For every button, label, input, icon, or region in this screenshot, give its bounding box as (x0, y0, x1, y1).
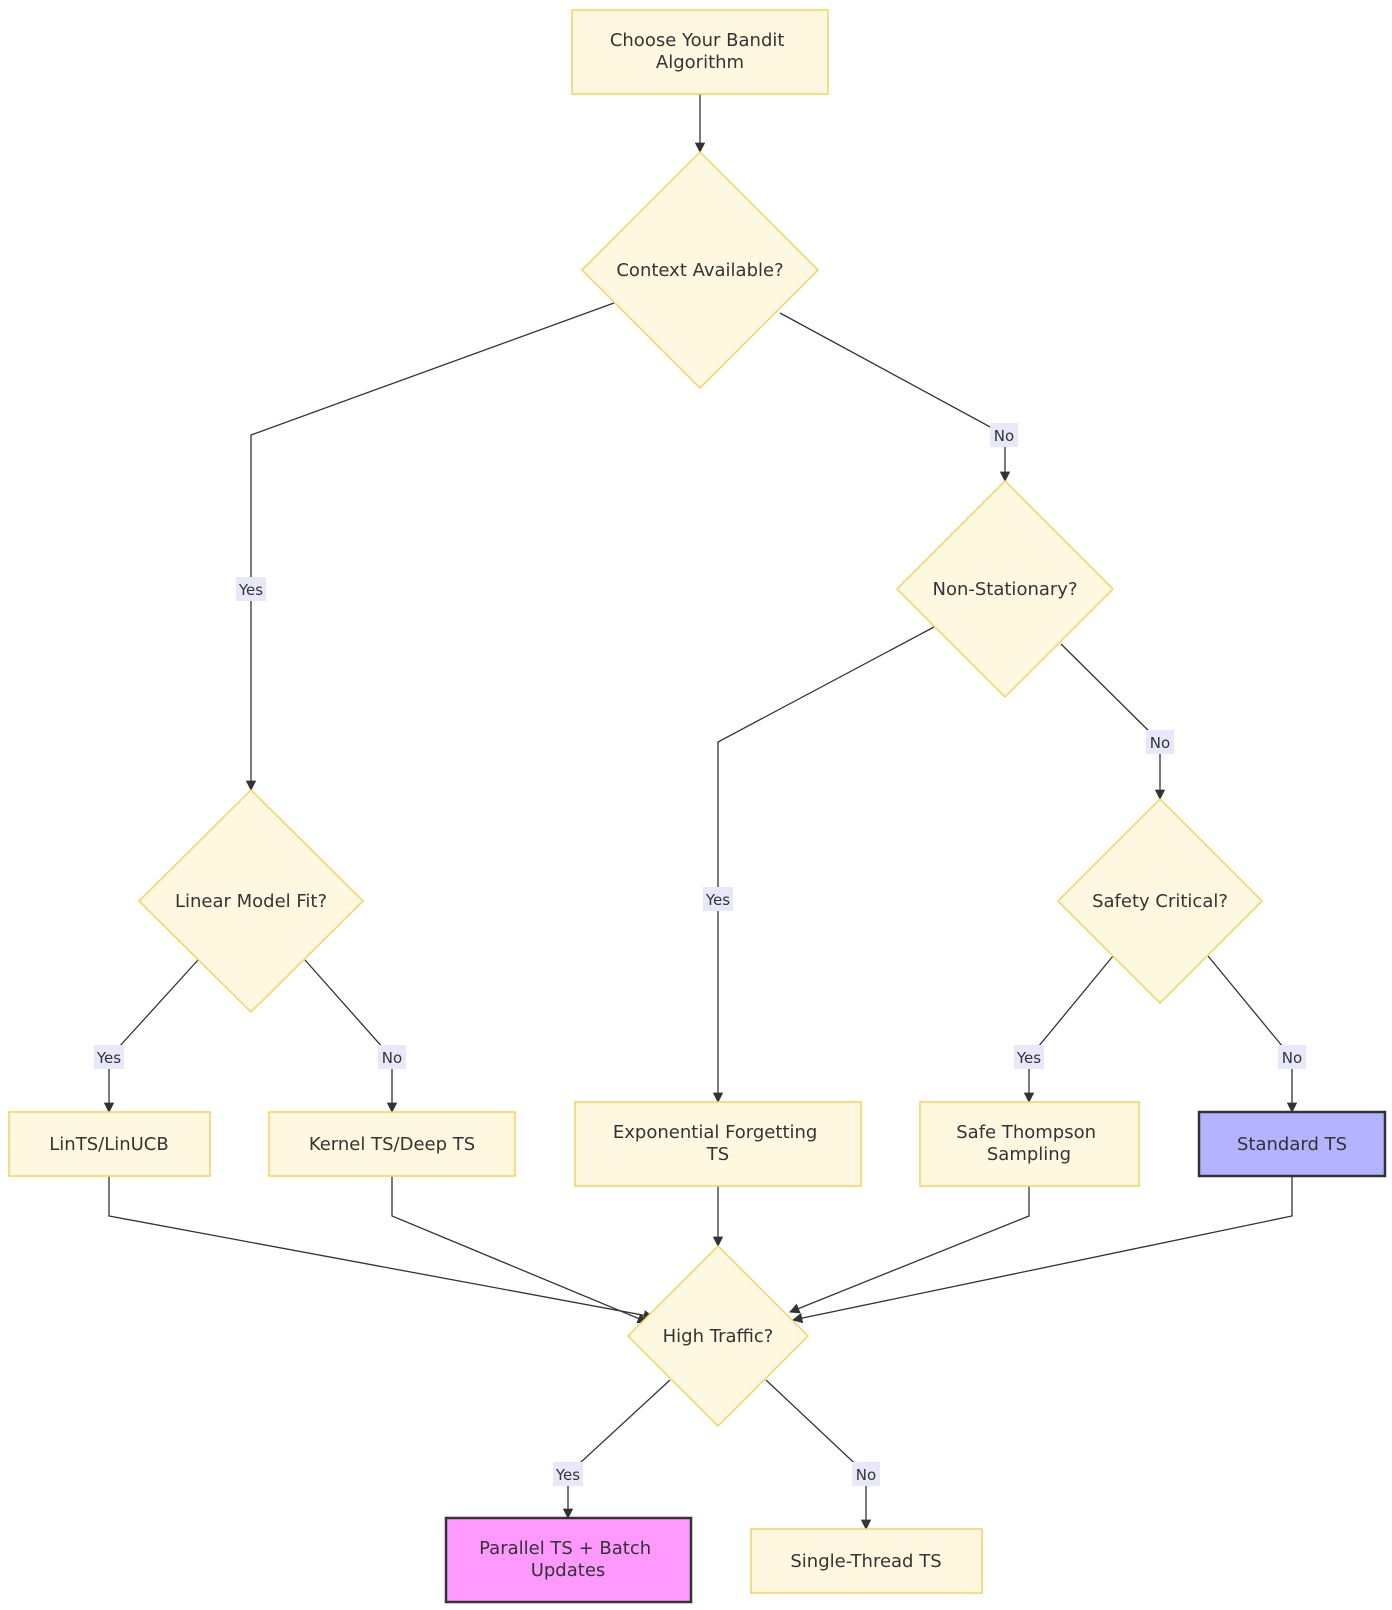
node-start-label: Choose Your Bandit Algorithm (610, 30, 790, 73)
node-parallel-ts-line-1: Parallel TS + Batch (479, 1538, 651, 1559)
edge-label-safety-no: No (1278, 1045, 1306, 1069)
edge-label-traffic-no-text: No (856, 1466, 876, 1484)
node-start-line-1: Choose Your Bandit (610, 30, 785, 51)
edge-label-linear-yes-text: Yes (96, 1049, 121, 1067)
node-kernel: Kernel TS/Deep TS (268, 1111, 516, 1177)
node-safe-ts-line-1: Safe Thompson (956, 1122, 1096, 1143)
edge-context-linear (245, 302, 615, 792)
node-standard-ts-label: Standard TS (1237, 1134, 1347, 1155)
node-traffic-decision: High Traffic? (626, 1244, 810, 1428)
edge-label-traffic-yes: Yes (553, 1462, 583, 1486)
edge-label-linear-no: No (378, 1045, 406, 1069)
node-exp-forgetting-line-2: TS (706, 1144, 729, 1165)
node-lints-label: LinTS/LinUCB (49, 1134, 168, 1155)
node-context-line-1: Context Available? (616, 260, 783, 281)
node-nonstationary-label: Non-Stationary? (932, 579, 1077, 600)
edge-safets-traffic (789, 1186, 1030, 1314)
edge-standard-traffic (791, 1176, 1293, 1324)
node-traffic-line-1: High Traffic? (663, 1326, 774, 1347)
node-single-thread-ts-label: Single-Thread TS (790, 1551, 941, 1572)
node-standard-ts-line-1: Standard TS (1237, 1134, 1347, 1155)
edge-linear-kernel (304, 959, 398, 1114)
node-nonstationary-decision: Non-Stationary? (895, 479, 1115, 699)
edge-labels: No Yes No Yes Yes No Yes No (94, 423, 1306, 1486)
edge-label-context-yes-text: Yes (238, 581, 263, 599)
node-safe-ts-line-2: Sampling (987, 1144, 1071, 1165)
node-kernel-line-1: Kernel TS/Deep TS (309, 1134, 475, 1155)
edge-label-traffic-yes-text: Yes (555, 1466, 580, 1484)
edge-safety-safets (1023, 955, 1114, 1104)
edge-safety-standard (1207, 955, 1298, 1114)
node-parallel-ts: Parallel TS + Batch Updates (444, 1516, 693, 1604)
edge-label-nonstat-no: No (1146, 730, 1174, 754)
node-linear-label: Linear Model Fit? (175, 891, 327, 912)
node-linear-line-1: Linear Model Fit? (175, 891, 327, 912)
nodes: Choose Your Bandit Algorithm Context Ava… (8, 9, 1387, 1604)
edge-label-safety-yes: Yes (1014, 1045, 1044, 1069)
node-exp-forgetting-label: Exponential Forgetting TS (613, 1122, 823, 1165)
edge-label-linear-no-text: No (382, 1049, 402, 1067)
node-safety-decision: Safety Critical? (1056, 797, 1264, 1005)
node-safety-line-1: Safety Critical? (1092, 891, 1228, 912)
node-kernel-label: Kernel TS/Deep TS (309, 1134, 475, 1155)
node-single-thread-ts-line-1: Single-Thread TS (790, 1551, 941, 1572)
node-start-line-2: Algorithm (656, 52, 744, 73)
edge-label-linear-yes: Yes (94, 1045, 124, 1069)
node-safe-ts: Safe Thompson Sampling (919, 1101, 1140, 1187)
node-lints-line-1: LinTS/LinUCB (49, 1134, 168, 1155)
node-context-decision: Context Available? (580, 150, 820, 390)
edge-label-context-no: No (990, 423, 1018, 447)
node-single-thread-ts: Single-Thread TS (750, 1528, 983, 1594)
edge-nonstationary-expforget (712, 626, 935, 1104)
edge-lints-traffic (108, 1176, 655, 1321)
node-safe-ts-label: Safe Thompson Sampling (956, 1122, 1102, 1165)
edge-linear-lints (103, 959, 199, 1114)
edge-traffic-parallel (562, 1379, 671, 1520)
edge-label-safety-yes-text: Yes (1016, 1049, 1041, 1067)
edge-label-nonstat-no-text: No (1150, 734, 1170, 752)
edge-traffic-single (765, 1379, 872, 1531)
edge-label-context-no-text: No (994, 427, 1014, 445)
edge-label-context-yes: Yes (236, 577, 266, 601)
edge-label-nonstat-yes-text: Yes (705, 891, 730, 909)
node-nonstationary-line-1: Non-Stationary? (932, 579, 1077, 600)
edge-label-nonstat-yes: Yes (703, 887, 733, 911)
edge-kernel-traffic (391, 1176, 648, 1324)
node-parallel-ts-line-2: Updates (531, 1560, 606, 1581)
node-start: Choose Your Bandit Algorithm (571, 9, 829, 95)
node-parallel-ts-label: Parallel TS + Batch Updates (479, 1538, 657, 1581)
edge-label-safety-no-text: No (1282, 1049, 1302, 1067)
node-traffic-label: High Traffic? (663, 1326, 774, 1347)
edge-nonstationary-safety (1060, 643, 1166, 801)
edges (103, 94, 1298, 1531)
node-linear-decision: Linear Model Fit? (137, 788, 365, 1014)
node-context-label: Context Available? (616, 260, 783, 281)
node-lints: LinTS/LinUCB (8, 1111, 211, 1177)
edge-context-nonstationary (779, 312, 1011, 483)
edge-label-traffic-no: No (852, 1462, 880, 1486)
node-exp-forgetting-line-1: Exponential Forgetting (613, 1122, 817, 1143)
node-safety-label: Safety Critical? (1092, 891, 1228, 912)
node-standard-ts: Standard TS (1197, 1110, 1387, 1178)
node-exp-forgetting: Exponential Forgetting TS (574, 1101, 862, 1187)
